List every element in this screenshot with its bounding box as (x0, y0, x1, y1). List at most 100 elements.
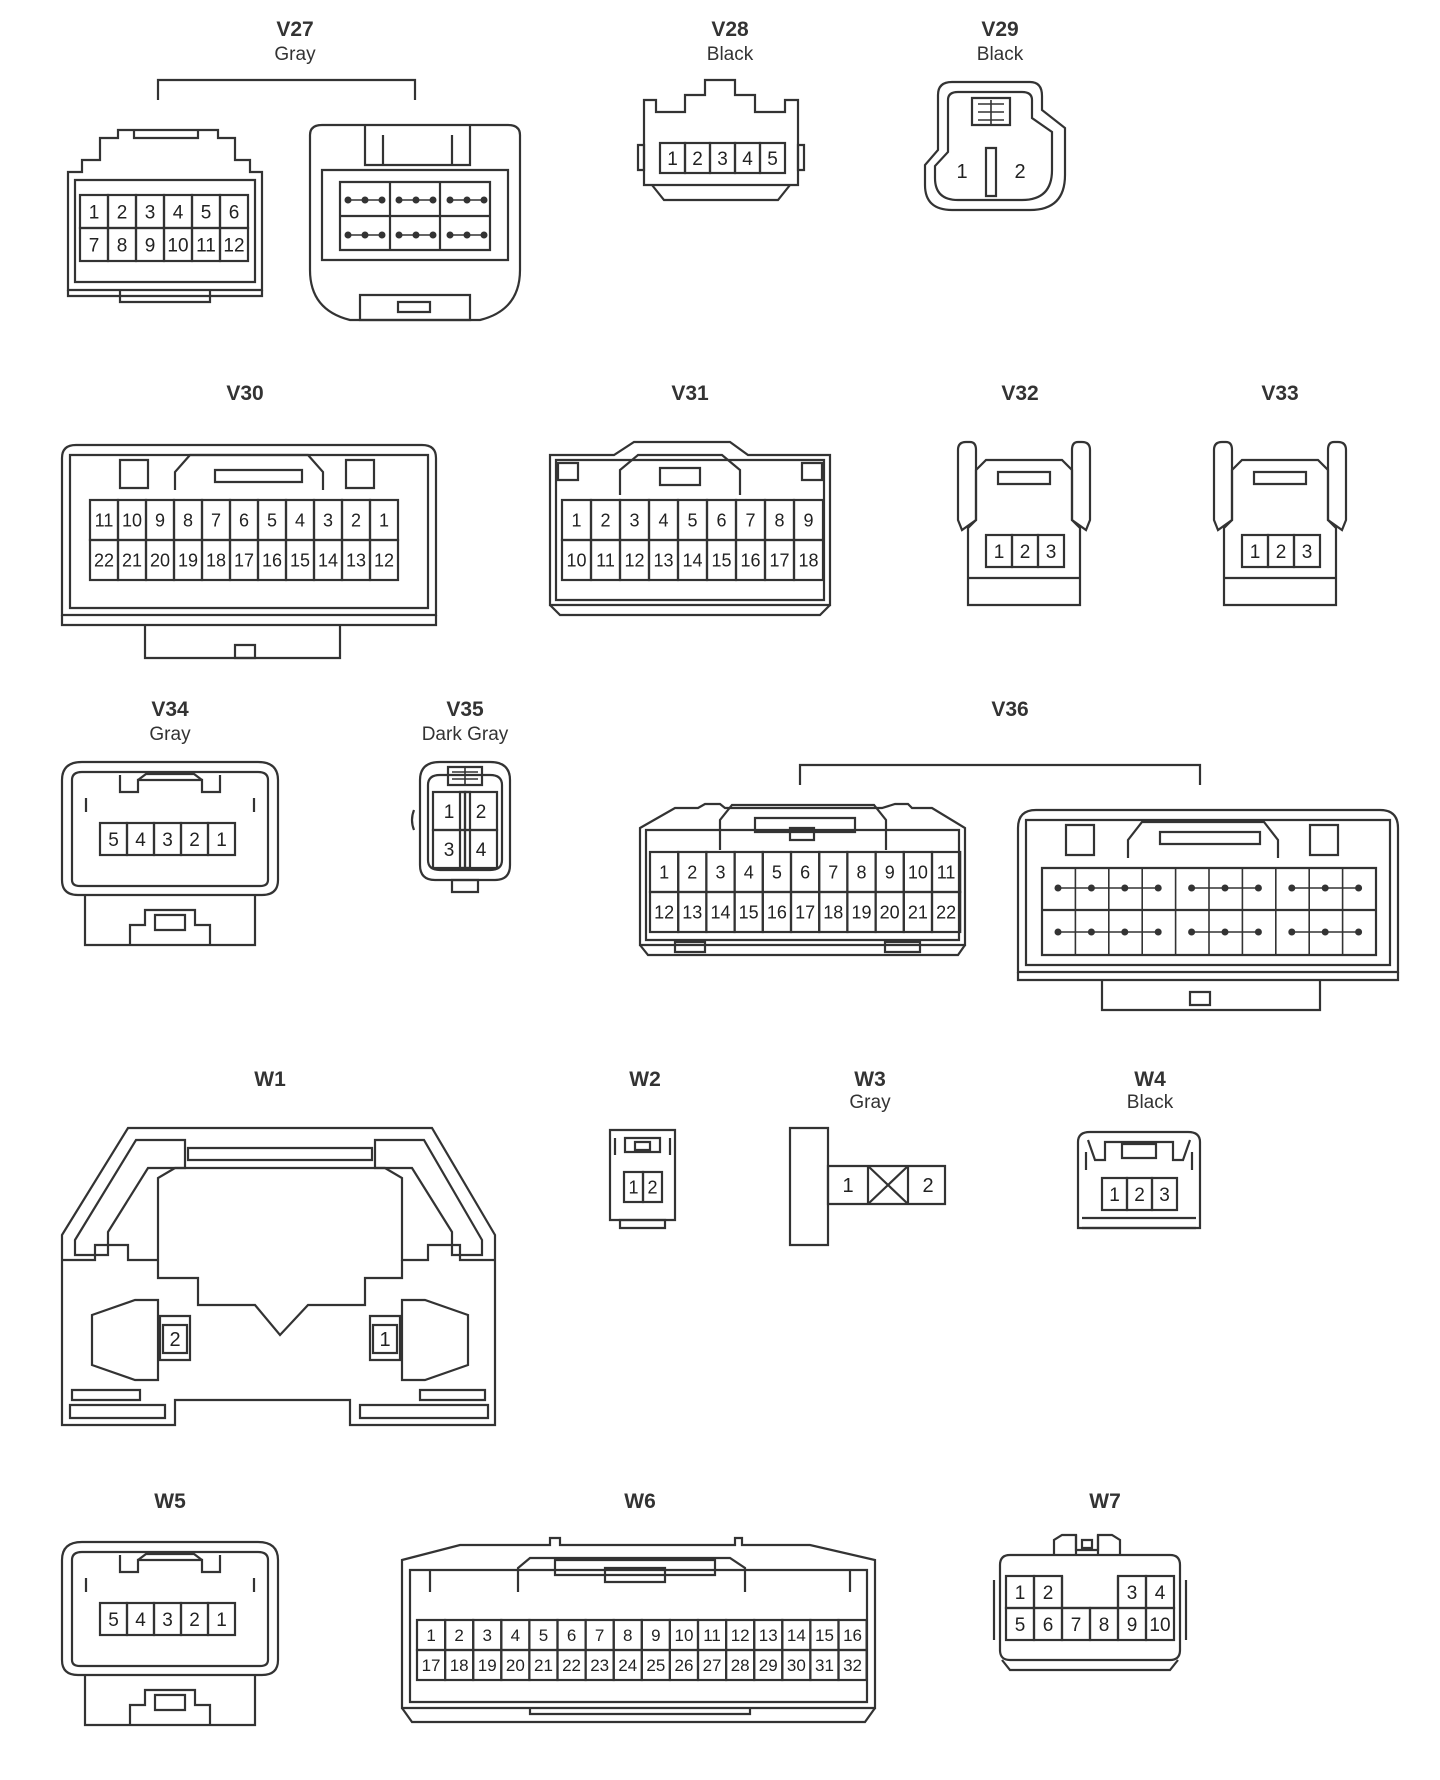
pin-cell: 1 (415, 1618, 447, 1652)
pin-cell: 9 (1116, 1606, 1148, 1642)
pin-number: 4 (742, 149, 753, 170)
pin-number: 7 (745, 510, 755, 530)
pin-number: 21 (122, 550, 142, 570)
pin-cell: 9 (874, 850, 905, 894)
pin-number: 13 (682, 902, 702, 922)
pin-cell: 32 (837, 1648, 868, 1682)
pin-number: 16 (843, 1626, 862, 1645)
pin-number: 2 (647, 1177, 657, 1197)
pin-cell: 9 (640, 1618, 672, 1652)
pin-cell: 4 (500, 1618, 531, 1652)
terminal-dot (446, 231, 454, 239)
pin-cell: 3 (312, 498, 344, 542)
pin-number: 21 (908, 902, 928, 922)
pin-cell: 22 (930, 890, 962, 934)
pin-number: 16 (262, 550, 282, 570)
pin-number: 3 (1046, 542, 1057, 563)
connector-color: Dark Gray (421, 724, 509, 745)
pin-number: 9 (803, 510, 813, 530)
terminal-dot (1054, 928, 1062, 936)
terminal-dot (1254, 928, 1262, 936)
pin-number: 12 (374, 550, 394, 570)
terminal-dot (395, 196, 403, 204)
pin-cell: 19 (172, 538, 204, 582)
terminal-dot (1188, 884, 1196, 892)
pin-number: 1 (379, 1329, 390, 1351)
terminal-dot (1321, 928, 1329, 936)
pin-number: 15 (290, 550, 310, 570)
pin-cell: 14 (705, 890, 736, 934)
pin-cell: 1 (368, 498, 400, 542)
pin-number: 28 (731, 1656, 750, 1675)
pin-cell: 3 (1292, 533, 1322, 569)
pin-cell: 21 (902, 890, 934, 934)
terminal-dot (429, 231, 437, 239)
terminal-dot (1121, 928, 1129, 936)
terminal-dot (361, 231, 369, 239)
pin-cell: 18 (818, 890, 849, 934)
pin-number: 22 (562, 1656, 581, 1675)
terminal-dot (1121, 884, 1129, 892)
pin-number: 14 (682, 550, 702, 570)
pin-number: 3 (1127, 1583, 1138, 1604)
pin-number: 1 (571, 510, 581, 530)
pin-number: 2 (189, 1610, 200, 1631)
pin-cell: 2 (179, 821, 210, 857)
pin-number: 8 (1099, 1615, 1110, 1636)
pin-cell: 12 (725, 1618, 756, 1652)
pin-number: 5 (687, 510, 697, 530)
pin-number: 3 (629, 510, 639, 530)
pin-number: 3 (1302, 542, 1313, 563)
pin-cell: 13 (647, 538, 680, 582)
terminal-dot (1087, 884, 1095, 892)
pin-number: 32 (843, 1656, 862, 1675)
pin-number: 2 (117, 202, 128, 223)
pin-cell: 16 (256, 538, 288, 582)
pin-cell: 6 (218, 193, 250, 230)
pin-cell: 25 (640, 1648, 672, 1682)
pin-number: 2 (476, 802, 487, 823)
pin-number: 3 (483, 1626, 492, 1645)
pin-cell: 12 (218, 226, 250, 263)
pin-number: 1 (216, 1610, 227, 1631)
connector-code: W7 (1089, 1490, 1121, 1513)
pin-cell: 5 (256, 498, 288, 542)
pin-cell: 22 (556, 1648, 587, 1682)
pin-number: 2 (600, 510, 610, 530)
pin-cell: 17 (415, 1648, 447, 1682)
pin-number: 18 (798, 550, 818, 570)
pin-number: 4 (295, 510, 305, 530)
pin-cell: 20 (874, 890, 905, 934)
pin-cell: 31 (809, 1648, 840, 1682)
pin-number: 13 (759, 1626, 778, 1645)
pin-number: 7 (89, 235, 100, 256)
pin-cell: 4 (125, 821, 156, 857)
pin-number: 2 (692, 149, 703, 170)
pin-cell: 1 (206, 1601, 237, 1637)
terminal-dot (395, 231, 403, 239)
pin-cell: 17 (789, 890, 821, 934)
pin-number: 10 (674, 1626, 693, 1645)
pin-number: 1 (1109, 1185, 1120, 1206)
connector-code: V30 (226, 382, 264, 405)
pin-number: 1 (659, 862, 669, 882)
pin-cell: 11 (696, 1618, 728, 1652)
pin-cell (371, 1323, 399, 1355)
pin-cell: 1 (206, 821, 237, 857)
pin-cell: 8 (106, 226, 138, 263)
pin-number: 29 (759, 1656, 778, 1675)
pin-number: 7 (1071, 1615, 1082, 1636)
pin-cell: 2 (443, 1618, 475, 1652)
pin-number: 18 (823, 902, 843, 922)
pin-number: 9 (155, 510, 165, 530)
